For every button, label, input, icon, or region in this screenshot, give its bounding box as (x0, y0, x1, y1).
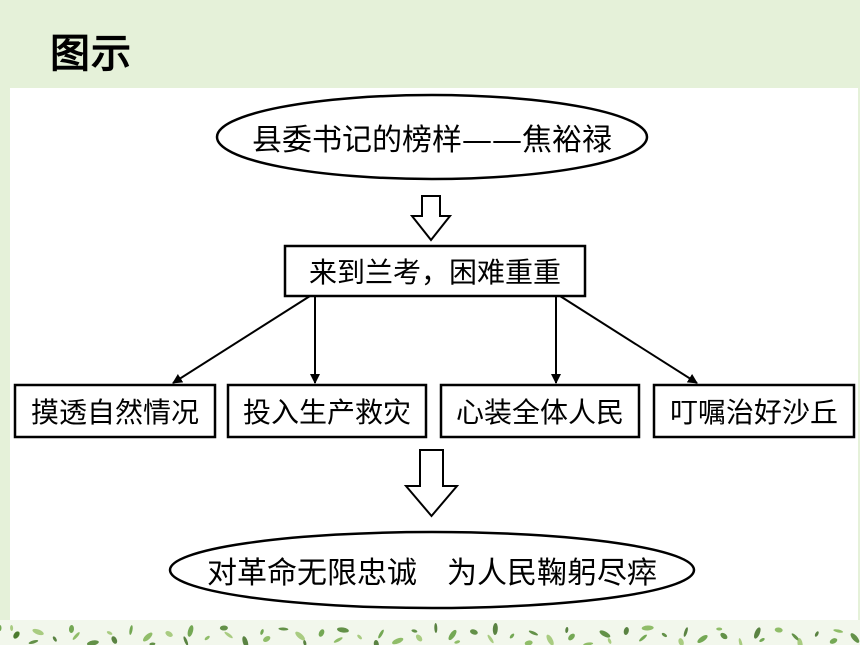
leaf-shape (392, 637, 404, 645)
leaf-shape (10, 625, 14, 631)
leaf-shape (32, 628, 44, 636)
leaf-shape (641, 625, 654, 631)
leaf-shape (68, 625, 75, 633)
leaf-shape (187, 625, 194, 637)
leaf-shape (357, 634, 362, 640)
leaf-shape (224, 631, 233, 639)
leaf-shape (738, 638, 743, 645)
leaf-shape (546, 634, 554, 645)
leaf-shape (833, 629, 844, 633)
leaf-shape (378, 629, 384, 639)
leaf-shape (295, 631, 305, 641)
leaf-shape (318, 629, 325, 637)
branch-box-2 (226, 383, 428, 439)
leaf-shape (106, 631, 113, 635)
leaf-shape (72, 632, 80, 640)
leaf-shape (448, 629, 457, 641)
leaf-shape (565, 627, 569, 633)
leaf-shape (683, 627, 688, 637)
leaf-shape (678, 638, 684, 645)
leaf-shape (260, 629, 264, 635)
leaf-shape (850, 633, 860, 643)
leaf-shape (142, 632, 153, 642)
leaf-shape (814, 631, 819, 637)
foliage-decoration (0, 620, 860, 645)
leaf-shape (129, 625, 133, 635)
branch-box-1 (13, 383, 217, 439)
leaf-shape (0, 625, 2, 631)
leaf-shape (524, 640, 533, 645)
leaf-shape (454, 640, 461, 644)
branch-box-3 (439, 383, 641, 439)
leaf-shape (373, 640, 379, 645)
leaf-shape (86, 640, 99, 645)
leaf-shape (568, 633, 575, 641)
leaf-shape (509, 633, 515, 639)
leaf-shape (774, 627, 783, 633)
branch-box-4 (652, 383, 856, 439)
leaf-shape (278, 627, 289, 631)
leaf-shape (607, 638, 612, 644)
diagram-panel: 县委书记的榜样——焦裕禄 来到兰考，困难重重 摸透自然情况 投入生产救灾 心装全… (10, 88, 858, 620)
leaf-shape (303, 640, 307, 645)
leaf-shape (336, 627, 349, 633)
branch-arrow-4 (559, 295, 698, 384)
leaf-shape (204, 635, 210, 641)
leaf-shape (434, 623, 438, 633)
leaf-shape (754, 627, 761, 639)
leaf-shape (623, 627, 629, 635)
hollow-down-arrow-1 (409, 195, 453, 242)
bottom-node-ellipse (168, 530, 696, 610)
leaf-shape (492, 623, 498, 635)
flowchart-svg (13, 93, 856, 610)
leaf-shape (111, 636, 118, 644)
leaf-shape (411, 629, 418, 633)
leaf-shape (183, 636, 189, 645)
top-node-ellipse (215, 93, 649, 181)
leaf-shape (791, 633, 800, 641)
leaf-shape (165, 631, 173, 637)
leaf-shape (470, 629, 478, 635)
leaf-shape (599, 630, 611, 638)
leaf-shape (333, 637, 343, 643)
middle-node-box (283, 244, 587, 298)
leaf-shape (219, 625, 228, 631)
hollow-down-arrow-2 (403, 449, 460, 518)
leaf-shape (639, 634, 647, 642)
leaf-shape (487, 634, 494, 644)
leaf-shape (28, 640, 39, 644)
page-title: 图示 (50, 31, 132, 77)
leaf-shape (716, 627, 723, 631)
leaf-shape (697, 634, 708, 644)
leaf-shape (759, 638, 765, 642)
leaf-shape (13, 631, 20, 639)
leaf-shape (829, 638, 838, 644)
leaf-shape (661, 632, 668, 638)
leaf-shape (797, 638, 803, 645)
leaf-shape (263, 635, 271, 643)
leaf-shape (415, 634, 423, 642)
leaf-shape (720, 632, 728, 640)
leaf-shape (52, 636, 57, 642)
leaf-shape (528, 630, 539, 636)
branch-arrow-1 (172, 295, 311, 384)
